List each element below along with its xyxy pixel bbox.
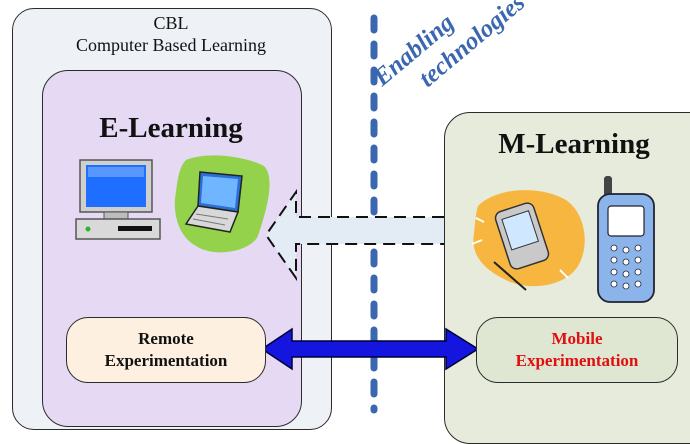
cell-phone-icon [597, 176, 655, 303]
diagram-graphics [75, 14, 655, 414]
mlearning-title: M-Learning [498, 128, 650, 160]
remote-experimentation-box: Remote Experimentation [66, 317, 266, 383]
mobile-line1: Mobile [551, 329, 603, 348]
remote-line1: Remote [138, 329, 194, 348]
mobile-line2: Experimentation [515, 351, 639, 370]
remote-line2: Experimentation [104, 351, 228, 370]
desktop-computer-icon [75, 159, 161, 240]
cbl-title: CBL Computer Based Learning [12, 12, 330, 56]
double-arrow [260, 327, 480, 371]
cbl-subtitle: Computer Based Learning [76, 35, 266, 55]
elearning-title: E-Learning [99, 112, 243, 144]
dashed-arrow [264, 188, 444, 282]
pda-icon [471, 190, 585, 291]
mobile-experimentation-box: Mobile Experimentation [476, 317, 678, 383]
cbl-label: CBL [153, 13, 189, 33]
laptop-icon [174, 155, 270, 253]
